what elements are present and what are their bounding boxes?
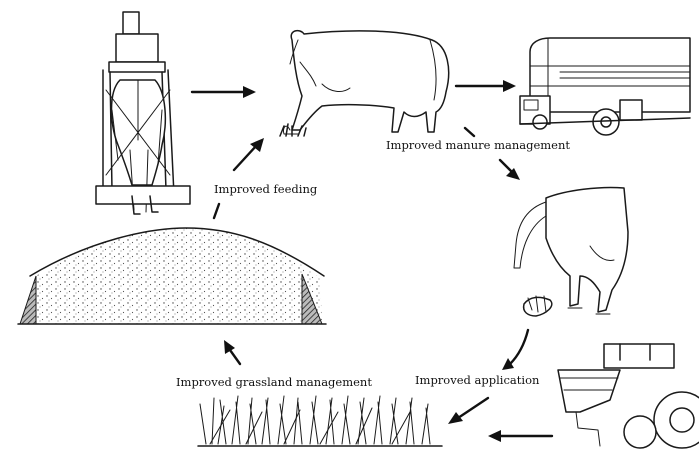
arrow-application-label-to-grass [448,398,488,424]
label-improved-manure-management: Improved manure management [386,140,570,152]
grass-icon [198,396,442,446]
arrow-tanker-to-field [465,128,520,180]
arrow-field-to-application [502,330,528,370]
arrow-grass-to-silage [224,340,240,364]
label-improved-grassland-management: Improved grassland management [176,377,372,389]
grazing-cow-icon [280,31,449,136]
arrow-silage-to-feeding [214,138,264,218]
silage-clamp-icon [18,228,326,324]
tractor-spreader-icon [558,344,699,448]
tanker-truck-icon [520,38,690,135]
label-improved-application: Improved application [415,375,539,387]
label-improved-feeding: Improved feeding [214,184,317,196]
arrow-feeding-to-cow [192,86,256,98]
milking-cow-icon [96,12,190,214]
arrow-cow-to-tanker [456,80,516,92]
cow-rear-icon [514,187,628,316]
arrow-application-to-grass [488,430,552,442]
